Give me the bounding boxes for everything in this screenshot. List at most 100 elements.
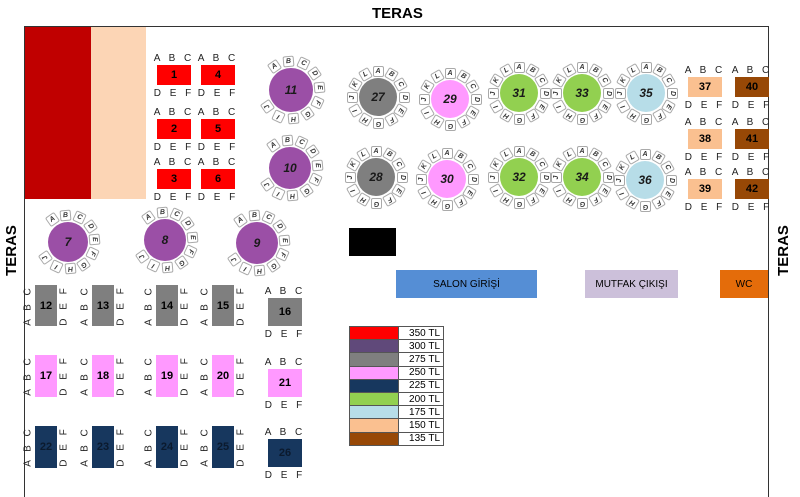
table-21[interactable]: 21 bbox=[268, 369, 302, 397]
table-4[interactable]: 4 bbox=[201, 65, 235, 85]
seat-I[interactable]: I bbox=[145, 258, 161, 273]
seat-I[interactable]: I bbox=[237, 261, 253, 276]
seat-A[interactable]: A bbox=[640, 61, 652, 73]
seat-H[interactable]: H bbox=[286, 189, 299, 202]
seat-D[interactable]: D bbox=[602, 171, 614, 183]
table-19[interactable]: 19 bbox=[156, 355, 178, 397]
table-31[interactable]: 31 bbox=[500, 74, 538, 112]
table-30[interactable]: 30 bbox=[428, 160, 466, 198]
table-36[interactable]: 36 bbox=[626, 161, 664, 199]
table-35[interactable]: 35 bbox=[627, 74, 665, 112]
table-28[interactable]: 28 bbox=[357, 158, 395, 196]
table-16[interactable]: 16 bbox=[268, 298, 302, 326]
seat-I[interactable]: I bbox=[271, 108, 287, 124]
table-13[interactable]: 13 bbox=[92, 285, 114, 326]
seat-J[interactable]: J bbox=[415, 173, 427, 185]
seat-A[interactable]: A bbox=[576, 145, 588, 157]
seat-G[interactable]: G bbox=[444, 119, 456, 131]
seat-H[interactable]: H bbox=[253, 264, 266, 277]
table-41[interactable]: 41 bbox=[735, 129, 769, 149]
seat-D[interactable]: D bbox=[602, 87, 614, 99]
seat-F[interactable]: F bbox=[85, 246, 100, 261]
table-29[interactable]: 29 bbox=[431, 80, 469, 118]
table-34[interactable]: 34 bbox=[563, 158, 601, 196]
table-42[interactable]: 42 bbox=[735, 179, 769, 199]
seat-J[interactable]: J bbox=[346, 91, 358, 103]
table-11[interactable]: 11 bbox=[269, 68, 313, 112]
seat-J[interactable]: J bbox=[613, 174, 625, 186]
seat-G[interactable]: G bbox=[640, 113, 652, 125]
table-14[interactable]: 14 bbox=[156, 285, 178, 326]
table-26[interactable]: 26 bbox=[268, 439, 302, 467]
table-22[interactable]: 22 bbox=[35, 426, 57, 468]
seat-A[interactable]: A bbox=[441, 147, 453, 159]
seat-E[interactable]: E bbox=[278, 234, 291, 247]
seat-I[interactable]: I bbox=[49, 259, 64, 274]
seat-D[interactable]: D bbox=[666, 87, 678, 99]
seat-E[interactable]: E bbox=[311, 159, 324, 172]
seat-H[interactable]: H bbox=[64, 262, 77, 275]
table-17[interactable]: 17 bbox=[35, 355, 57, 397]
seat-D[interactable]: D bbox=[539, 171, 551, 183]
seat-B[interactable]: B bbox=[282, 55, 295, 68]
seat-J[interactable]: J bbox=[550, 171, 562, 183]
table-25[interactable]: 25 bbox=[212, 426, 234, 468]
table-9[interactable]: 9 bbox=[236, 222, 278, 264]
seat-E[interactable]: E bbox=[88, 233, 101, 246]
seat-H[interactable]: H bbox=[287, 112, 300, 125]
seat-A[interactable]: A bbox=[444, 67, 456, 79]
seat-D[interactable]: D bbox=[398, 91, 410, 103]
table-6[interactable]: 6 bbox=[201, 169, 235, 189]
seat-G[interactable]: G bbox=[513, 113, 525, 125]
table-12[interactable]: 12 bbox=[35, 285, 57, 326]
table-5[interactable]: 5 bbox=[201, 119, 235, 139]
table-18[interactable]: 18 bbox=[92, 355, 114, 397]
seat-G[interactable]: G bbox=[576, 197, 588, 209]
seat-A[interactable]: A bbox=[372, 65, 384, 77]
table-40[interactable]: 40 bbox=[735, 77, 769, 97]
table-8[interactable]: 8 bbox=[144, 219, 186, 261]
seat-A[interactable]: A bbox=[639, 148, 651, 160]
seat-F[interactable]: F bbox=[308, 172, 323, 188]
seat-I[interactable]: I bbox=[270, 186, 286, 201]
seat-J[interactable]: J bbox=[344, 171, 356, 183]
table-2[interactable]: 2 bbox=[157, 119, 191, 139]
seat-J[interactable]: J bbox=[550, 87, 562, 99]
table-3[interactable]: 3 bbox=[157, 169, 191, 189]
seat-G[interactable]: G bbox=[576, 113, 588, 125]
table-33[interactable]: 33 bbox=[563, 74, 601, 112]
table-15[interactable]: 15 bbox=[212, 285, 234, 326]
table-32[interactable]: 32 bbox=[500, 158, 538, 196]
seat-E[interactable]: E bbox=[186, 231, 199, 244]
table-27[interactable]: 27 bbox=[359, 78, 397, 116]
seat-D[interactable]: D bbox=[470, 93, 482, 105]
table-23[interactable]: 23 bbox=[92, 426, 114, 468]
seat-F[interactable]: F bbox=[183, 244, 198, 260]
seat-D[interactable]: D bbox=[396, 171, 408, 183]
seat-E[interactable]: E bbox=[313, 81, 326, 94]
seat-B[interactable]: B bbox=[156, 206, 169, 219]
seat-F[interactable]: F bbox=[275, 247, 290, 263]
table-38[interactable]: 38 bbox=[688, 129, 722, 149]
table-39[interactable]: 39 bbox=[688, 179, 722, 199]
seat-A[interactable]: A bbox=[513, 145, 525, 157]
seat-J[interactable]: J bbox=[418, 93, 430, 105]
seat-B[interactable]: B bbox=[281, 134, 294, 147]
seat-D[interactable]: D bbox=[539, 87, 551, 99]
seat-B[interactable]: B bbox=[59, 209, 72, 222]
table-20[interactable]: 20 bbox=[212, 355, 234, 397]
table-7[interactable]: 7 bbox=[48, 222, 88, 262]
seat-G[interactable]: G bbox=[441, 199, 453, 211]
table-24[interactable]: 24 bbox=[156, 426, 178, 468]
table-37[interactable]: 37 bbox=[688, 77, 722, 97]
seat-J[interactable]: J bbox=[487, 87, 499, 99]
table-10[interactable]: 10 bbox=[269, 147, 311, 189]
seat-J[interactable]: J bbox=[487, 171, 499, 183]
table-1[interactable]: 1 bbox=[157, 65, 191, 85]
seat-A[interactable]: A bbox=[513, 61, 525, 73]
seat-G[interactable]: G bbox=[372, 117, 384, 129]
seat-B[interactable]: B bbox=[248, 209, 261, 222]
seat-D[interactable]: D bbox=[665, 174, 677, 186]
seat-H[interactable]: H bbox=[161, 261, 174, 274]
seat-J[interactable]: J bbox=[614, 87, 626, 99]
